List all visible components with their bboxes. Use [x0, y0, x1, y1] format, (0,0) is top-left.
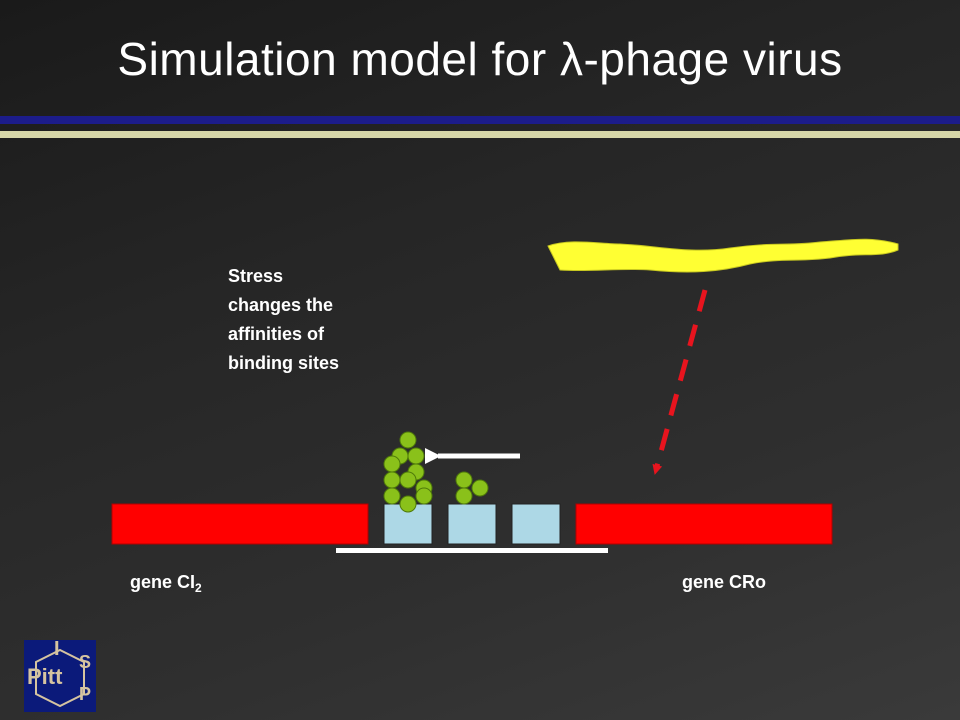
- green-circle-icon: [407, 447, 425, 465]
- green-circle-icon: [383, 455, 401, 473]
- protein-cluster-middle: [455, 471, 489, 505]
- gene-ci2-bar: [111, 503, 369, 545]
- logo-word-pitt: Pitt: [27, 664, 63, 689]
- green-circle-icon: [399, 495, 417, 513]
- logo-letter-i: I: [54, 638, 60, 660]
- binding-site-3: [511, 503, 561, 545]
- protein-cluster-left: [383, 431, 433, 513]
- page-title: Simulation model for λ-phage virus: [117, 33, 843, 85]
- green-circle-icon: [471, 479, 489, 497]
- logo-letter-s: S: [79, 652, 92, 672]
- pitt-isp-logo: I Pitt S P: [24, 638, 96, 712]
- gene-ci2-subscript: 2: [195, 581, 202, 595]
- green-circle-icon: [455, 471, 473, 489]
- stress-annotation: Stress changes the affinities of binding…: [228, 262, 398, 378]
- gene-cro-bar: [575, 503, 833, 545]
- gene-ci2-label: gene CI2: [130, 572, 202, 595]
- green-circle-icon: [399, 431, 417, 449]
- title-rule-cream: [0, 131, 960, 138]
- annotation-line: binding sites: [228, 353, 340, 373]
- gene-cro-label: gene CRo: [682, 572, 767, 592]
- green-circle-icon: [415, 487, 433, 505]
- green-circle-icon: [399, 471, 417, 489]
- annotation-line: changes the: [228, 295, 334, 315]
- operator-underline: [336, 548, 608, 553]
- green-circle-icon: [455, 487, 473, 505]
- stress-dashed-arrow: [652, 289, 708, 475]
- annotation-line: affinities of: [228, 324, 325, 344]
- green-circle-icon: [383, 471, 401, 489]
- logo-hexagon-icon: [35, 648, 85, 708]
- logo-letter-p: P: [79, 684, 92, 704]
- green-circle-icon: [383, 487, 401, 505]
- virus-strand-icon: [547, 238, 899, 273]
- binding-site-2: [447, 503, 497, 545]
- gene-ci2-name: gene CI: [130, 572, 196, 592]
- title-rule-blue: [0, 116, 960, 124]
- annotation-line: Stress: [228, 266, 284, 286]
